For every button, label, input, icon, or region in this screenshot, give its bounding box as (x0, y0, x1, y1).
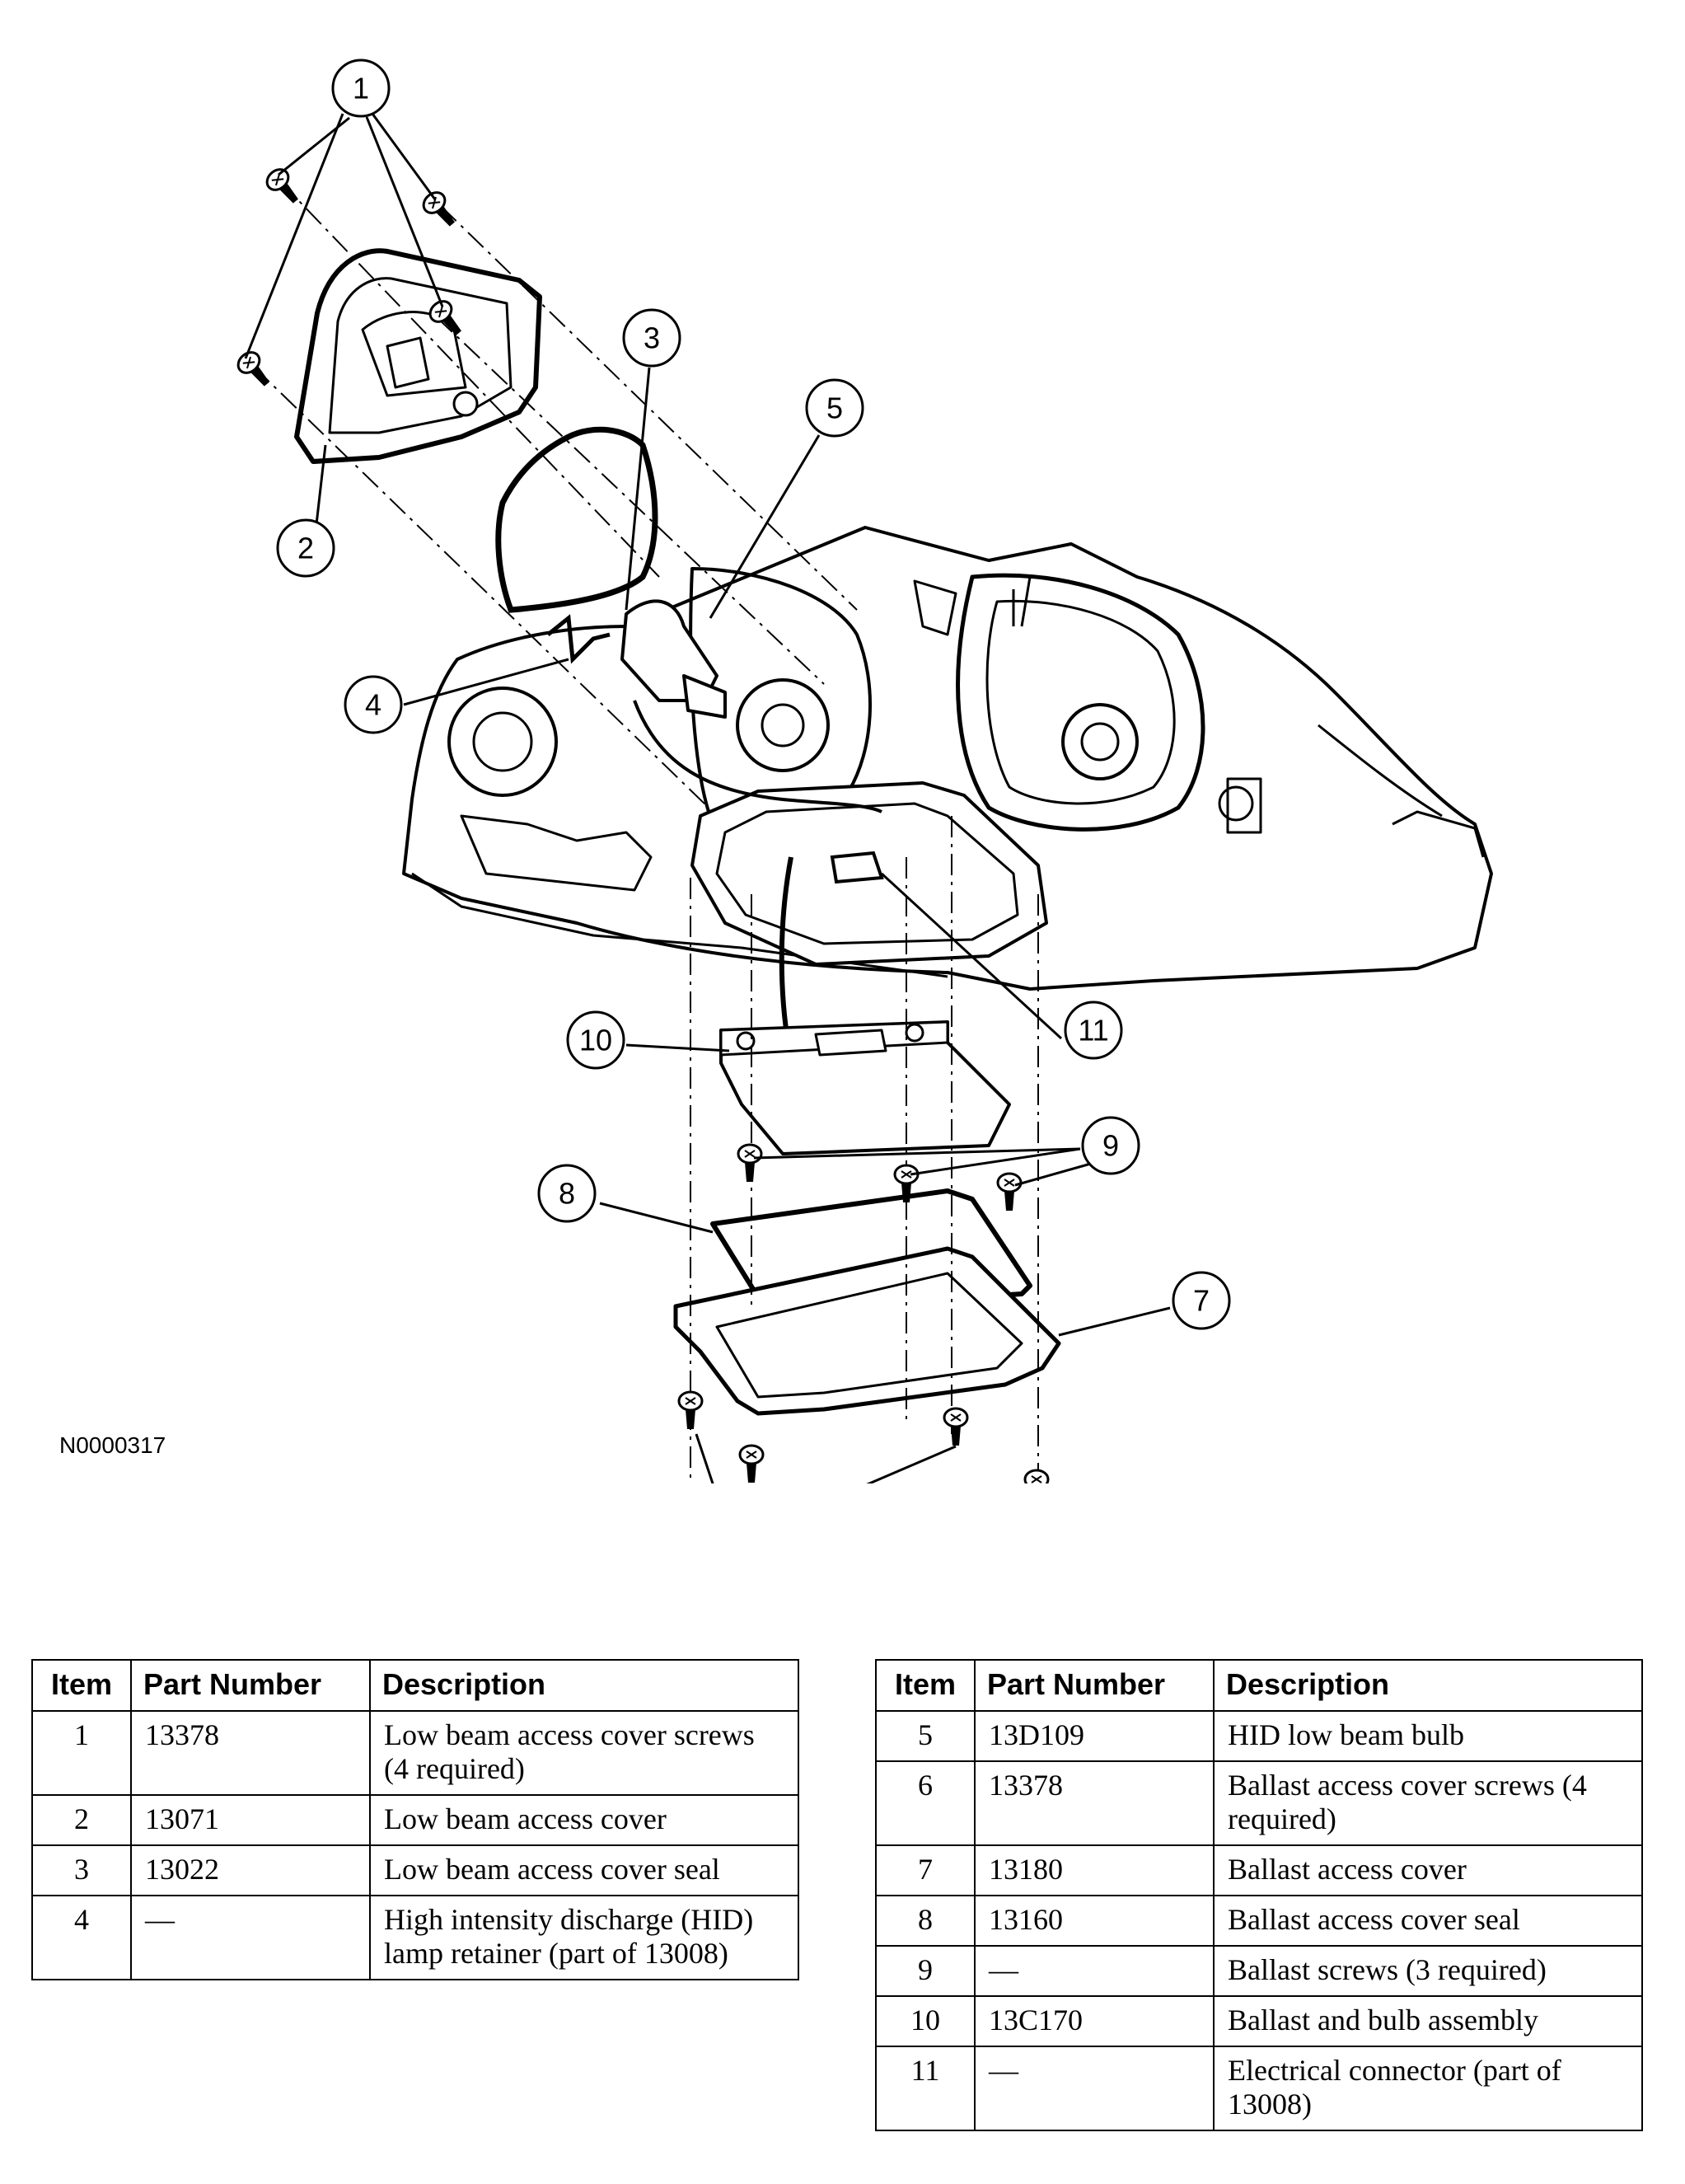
ballast-assembly (719, 1020, 1011, 1155)
low-beam-access-cover (294, 248, 542, 464)
table-header-row: Item Part Number Description (875, 1659, 1643, 1712)
description-cell: Electrical connector (part of 13008) (1213, 2046, 1643, 2131)
part-number-cell: 13378 (974, 1760, 1215, 1846)
svg-text:9: 9 (1102, 1129, 1119, 1163)
description-cell: Low beam access cover seal (369, 1844, 799, 1896)
callout-8: 8 (537, 1164, 597, 1223)
description-cell: Ballast screws (3 required) (1213, 1945, 1643, 1997)
svg-text:1: 1 (353, 72, 369, 105)
callout-2: 2 (276, 518, 335, 578)
part-number-cell: — (974, 2046, 1215, 2131)
ballast-cover-screw-icon (738, 1444, 765, 1483)
description-cell: Ballast access cover (1213, 1844, 1643, 1896)
leader-lines (244, 113, 1171, 1483)
exploded-view-diagram: 1 2 3 4 5 6 7 8 9 10 11 (232, 59, 1493, 1483)
svg-text:3: 3 (644, 321, 660, 355)
electrical-connector (830, 851, 884, 884)
ballast-cover-screw-icon (677, 1390, 704, 1431)
item-cell: 6 (875, 1760, 976, 1846)
figure-id: N0000317 (59, 1432, 166, 1458)
item-cell: 3 (31, 1844, 132, 1896)
description-cell: Ballast access cover seal (1213, 1895, 1643, 1947)
ballast-screw-icon (737, 1143, 763, 1183)
svg-text:2: 2 (297, 532, 314, 565)
table-row: 10 13C170 Ballast and bulb assembly (875, 1995, 1643, 2047)
svg-text:7: 7 (1193, 1284, 1210, 1318)
cover-screw-icon (418, 187, 463, 233)
item-cell: 8 (875, 1895, 976, 1947)
cover-screw-icon (232, 347, 278, 393)
table-row: 3 13022 Low beam access cover seal (31, 1844, 799, 1896)
ballast-screw-icon (996, 1172, 1023, 1212)
part-number-cell: 13C170 (974, 1995, 1215, 2047)
part-number-cell: 13180 (974, 1844, 1215, 1896)
part-number-cell: 13022 (130, 1844, 371, 1896)
item-cell: 2 (31, 1794, 132, 1846)
part-number-cell: 13071 (130, 1794, 371, 1846)
table-row: 1 13378 Low beam access cover screws (4 … (31, 1710, 799, 1796)
part-number-cell: 13D109 (974, 1710, 1215, 1762)
alignment-lines (253, 180, 1039, 1483)
part-number-column-header: Part Number (974, 1659, 1215, 1712)
callout-4: 4 (344, 675, 403, 734)
callout-7: 7 (1172, 1271, 1231, 1330)
part-number-cell: — (974, 1945, 1215, 1997)
part-number-cell: — (130, 1895, 371, 1980)
low-beam-access-cover-seal (495, 426, 658, 613)
svg-text:10: 10 (579, 1024, 612, 1057)
table-row: 8 13160 Ballast access cover seal (875, 1895, 1643, 1947)
item-cell: 10 (875, 1995, 976, 2047)
item-cell: 11 (875, 2046, 976, 2131)
table-row: 11 — Electrical connector (part of 13008… (875, 2046, 1643, 2131)
item-cell: 4 (31, 1895, 132, 1980)
description-column-header: Description (369, 1659, 799, 1712)
part-number-cell: 13378 (130, 1710, 371, 1796)
callout-1: 1 (331, 59, 391, 118)
table-row: 5 13D109 HID low beam bulb (875, 1710, 1643, 1762)
callout-3: 3 (622, 308, 681, 368)
description-column-header: Description (1213, 1659, 1643, 1712)
description-cell: Ballast access cover screws (4 required) (1213, 1760, 1643, 1846)
hid-low-beam-bulb (620, 599, 882, 813)
table-row: 6 13378 Ballast access cover screws (4 r… (875, 1760, 1643, 1846)
table-header-row: Item Part Number Description (31, 1659, 799, 1712)
item-column-header: Item (31, 1659, 132, 1712)
description-cell: Low beam access cover screws (4 required… (369, 1710, 799, 1796)
table-row: 4 — High intensity discharge (HID) lamp … (31, 1895, 799, 1980)
part-number-column-header: Part Number (130, 1659, 371, 1712)
svg-text:11: 11 (1078, 1014, 1108, 1047)
description-cell: Low beam access cover (369, 1794, 799, 1846)
svg-text:4: 4 (365, 688, 381, 722)
table-row: 7 13180 Ballast access cover (875, 1844, 1643, 1896)
parts-table-left: Item Part Number Description 1 13378 Low… (31, 1659, 799, 1980)
callouts: 1 2 3 4 5 6 7 8 9 10 11 (276, 59, 1231, 1330)
item-cell: 7 (875, 1844, 976, 1896)
table-row: 2 13071 Low beam access cover (31, 1794, 799, 1846)
description-cell: HID low beam bulb (1213, 1710, 1643, 1762)
svg-text:8: 8 (559, 1177, 575, 1211)
table-row: 9 — Ballast screws (3 required) (875, 1945, 1643, 1997)
item-cell: 5 (875, 1710, 976, 1762)
hid-lamp-retainer (546, 614, 611, 664)
part-number-cell: 13160 (974, 1895, 1215, 1947)
ballast-cover-screw-icon (943, 1407, 969, 1447)
description-cell: High intensity discharge (HID) lamp reta… (369, 1895, 799, 1980)
description-cell: Ballast and bulb assembly (1213, 1995, 1643, 2047)
ballast-cover-screw-icon (1023, 1469, 1050, 1483)
callout-5: 5 (805, 378, 864, 438)
ballast-access-cover (673, 1246, 1061, 1416)
callout-10: 10 (566, 1010, 625, 1070)
item-column-header: Item (875, 1659, 976, 1712)
item-cell: 1 (31, 1710, 132, 1796)
parts-table-right: Item Part Number Description 5 13D109 HI… (875, 1659, 1643, 2131)
item-cell: 9 (875, 1945, 976, 1997)
callout-9: 9 (1081, 1116, 1140, 1175)
svg-text:5: 5 (826, 391, 843, 425)
callout-11: 11 (1064, 1001, 1123, 1060)
